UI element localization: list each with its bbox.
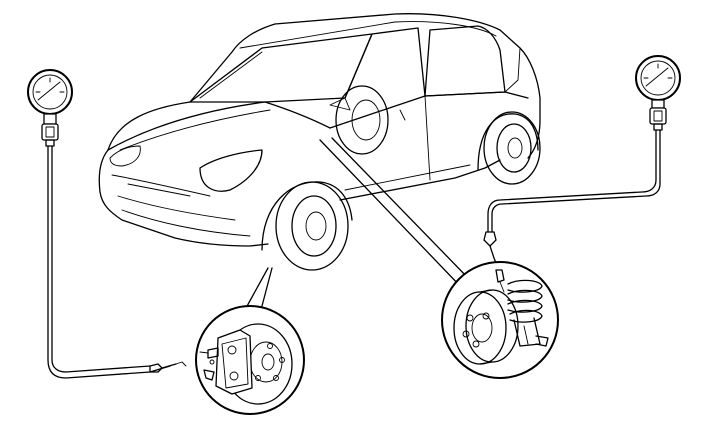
- hatchback-car-icon: [98, 13, 541, 271]
- front-pressure-gauge: [27, 69, 73, 147]
- rear-hose: [483, 129, 661, 269]
- rear-drum-brake-detail: [441, 261, 559, 379]
- front-leader-lines: [245, 267, 273, 309]
- front-hose: [47, 145, 187, 379]
- rear-pressure-gauge: [635, 55, 681, 131]
- rear-leader-lines: [319, 137, 471, 289]
- front-disc-brake-detail: [195, 305, 305, 415]
